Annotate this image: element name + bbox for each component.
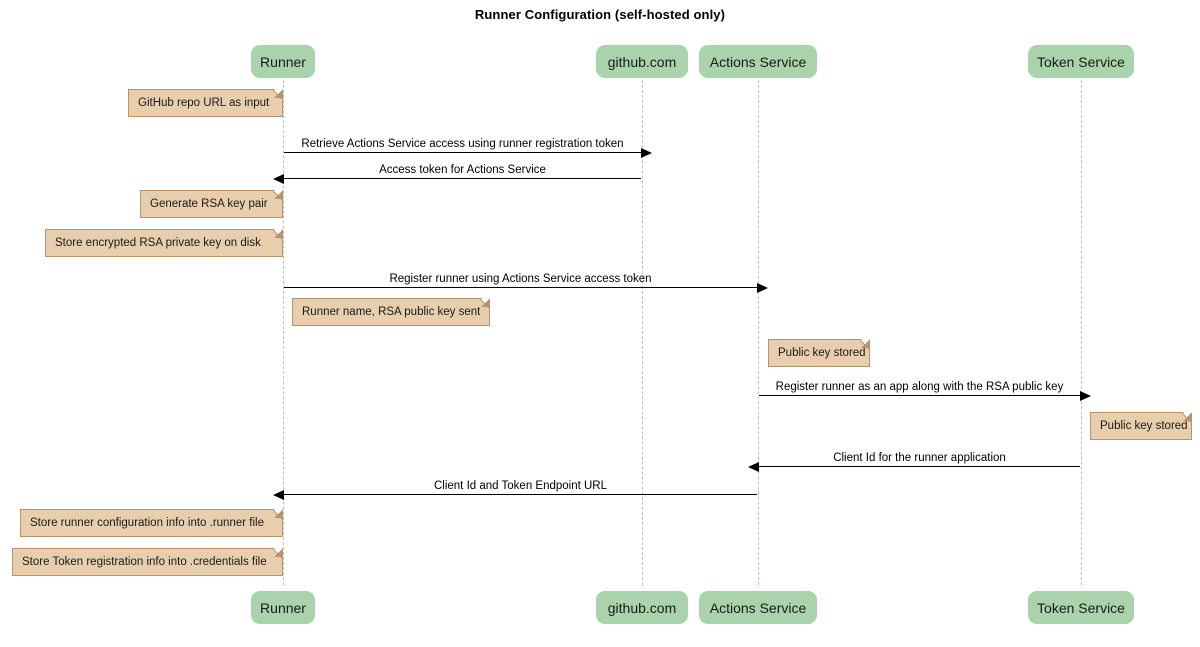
message-label: Register runner as an app along with the… [775,381,1064,393]
note-n5[interactable]: Public key stored [768,339,870,367]
participant-header-runner[interactable]: Runner [251,45,315,78]
note-text: Generate RSA key pair [150,198,268,210]
note-n7[interactable]: Store runner configuration info into .ru… [20,509,283,537]
participant-header-actions[interactable]: Actions Service [699,45,817,78]
message-label: Client Id and Token Endpoint URL [433,480,608,492]
message-m2[interactable]: Access token for Actions Service [273,164,641,184]
note-n3[interactable]: Store encrypted RSA private key on disk [45,229,283,257]
participant-footer-token[interactable]: Token Service [1028,591,1134,624]
arrowhead-right-icon [1080,391,1091,401]
message-m6[interactable]: Client Id and Token Endpoint URL [273,480,757,500]
arrowhead-left-icon [273,174,284,184]
lifeline-github [642,80,643,585]
note-folded-corner-icon [273,230,282,239]
message-label: Client Id for the runner application [833,452,1006,464]
note-folded-corner-icon [273,90,282,99]
note-n1[interactable]: GitHub repo URL as input [128,89,283,117]
note-text: Store runner configuration info into .ru… [30,517,264,529]
note-text: Public key stored [1100,420,1188,432]
participant-footer-runner[interactable]: Runner [251,591,315,624]
note-text: GitHub repo URL as input [138,97,270,109]
arrowhead-left-icon [748,462,759,472]
message-m1[interactable]: Retrieve Actions Service access using ru… [284,138,652,158]
note-folded-corner-icon [860,340,869,349]
arrowhead-right-icon [757,283,768,293]
note-n8[interactable]: Store Token registration info into .cred… [12,548,283,576]
participant-footer-actions[interactable]: Actions Service [699,591,817,624]
note-folded-corner-icon [273,510,282,519]
note-folded-corner-icon [1182,413,1191,422]
page-title: Runner Configuration (self-hosted only) [474,7,726,22]
arrowhead-left-icon [273,490,284,500]
note-n6[interactable]: Public key stored [1090,412,1192,440]
message-label: Access token for Actions Service [379,164,546,176]
lifeline-actions [758,80,759,585]
lifeline-token [1081,80,1082,585]
note-n4[interactable]: Runner name, RSA public key sent [292,298,490,326]
message-m4[interactable]: Register runner as an app along with the… [759,381,1091,401]
participant-header-github[interactable]: github.com [596,45,688,78]
note-text: Store encrypted RSA private key on disk [55,237,261,249]
participant-header-token[interactable]: Token Service [1028,45,1134,78]
note-n2[interactable]: Generate RSA key pair [140,190,283,218]
participant-footer-github[interactable]: github.com [596,591,688,624]
note-text: Store Token registration info into .cred… [22,556,267,568]
message-m3[interactable]: Register runner using Actions Service ac… [284,273,768,293]
note-folded-corner-icon [273,549,282,558]
note-folded-corner-icon [480,299,489,308]
note-folded-corner-icon [273,191,282,200]
message-m5[interactable]: Client Id for the runner application [748,452,1080,472]
note-text: Runner name, RSA public key sent [302,306,481,318]
arrowhead-right-icon [641,148,652,158]
message-label: Retrieve Actions Service access using ru… [301,138,624,150]
lifeline-runner [283,80,284,585]
note-text: Public key stored [778,347,866,359]
message-label: Register runner using Actions Service ac… [389,273,652,285]
